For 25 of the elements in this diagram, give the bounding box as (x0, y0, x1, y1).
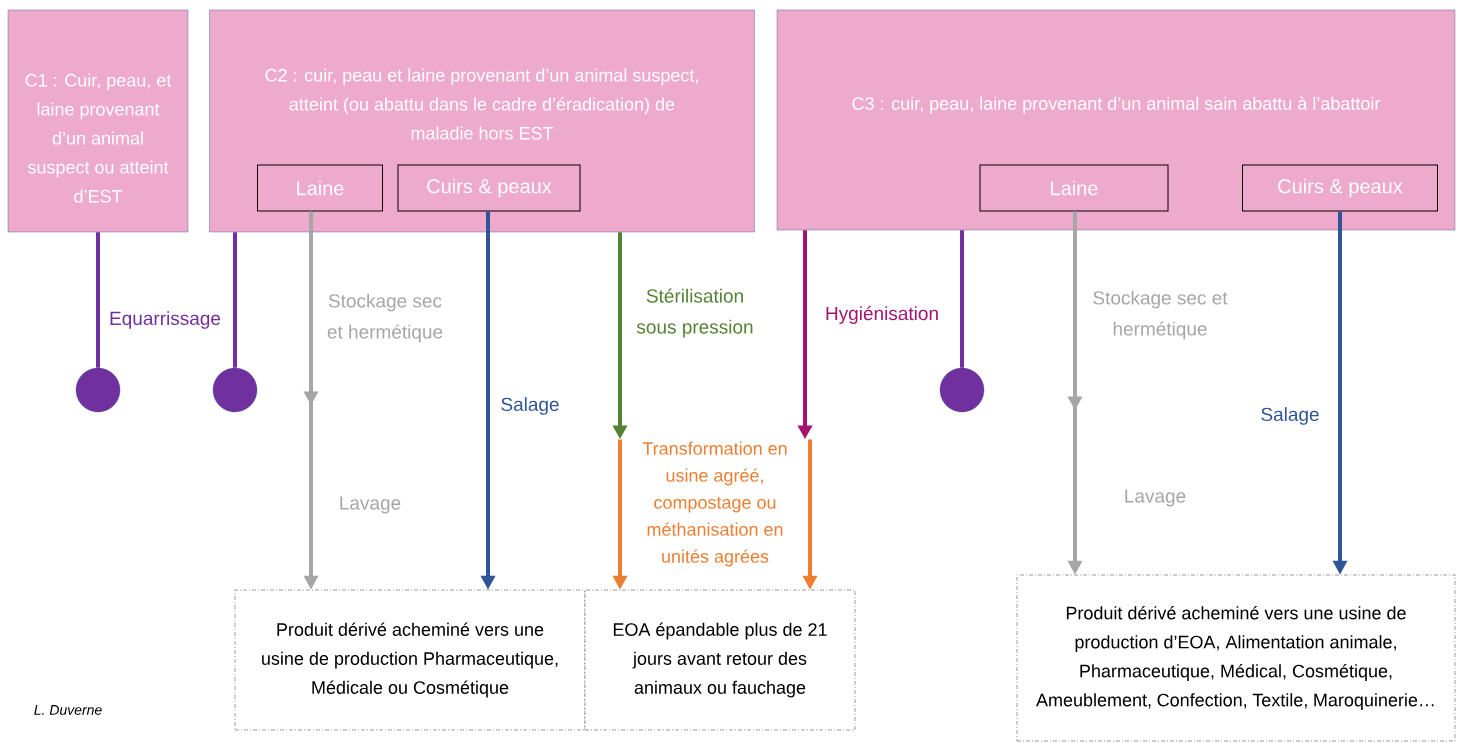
end-circle (75, 367, 121, 413)
category-box: C1 : Cuir, peau, et laine provenant d’un animal suspect ou atteint d’EST (7, 9, 189, 233)
end-circle (939, 367, 985, 413)
sub-box: Laine (979, 164, 1169, 212)
sub-box: Cuirs & peaux (397, 164, 581, 212)
sub-box: Cuirs & peaux (1242, 164, 1438, 212)
process-text: Transformation en usine agréé, compostage ou méthanisation en unités agrées (642, 441, 787, 567)
step-label: Lavage (1125, 489, 1186, 507)
outcome-box: EOA épandable plus de 21 jours avant retour des animaux ou fauchage (584, 589, 856, 731)
connector-line (233, 232, 237, 368)
author-credit: L. Duverne (34, 705, 102, 715)
edge-label: Equarrissage (110, 311, 221, 329)
edge-label: Stockage sec et hermétique (327, 293, 443, 343)
outcome-box: Produit dérivé acheminé vers une usine de production Pharmaceutique, Médicale ou Cosmétique (234, 589, 586, 731)
edge-label: Salage (501, 397, 559, 415)
end-circle (212, 367, 258, 413)
edge-label: Salage (1261, 407, 1319, 425)
outcome-box: Produit dérivé acheminé vers une usine de production d’EOA, Alimentation animale, Pharmaceutique, Médical, Cosmétique, Ameublement, Confection, Textile, Maroquinerie… (1016, 574, 1456, 742)
sub-box: Laine (257, 164, 383, 212)
step-label: Lavage (340, 496, 401, 514)
edge-label: Hygiénisation (826, 306, 938, 324)
connector-line (960, 230, 964, 368)
edge-label: Stockage sec et hermétique (1093, 290, 1228, 340)
edge-label: Stérilisation sous pression (636, 288, 753, 338)
connector-line (96, 232, 100, 368)
